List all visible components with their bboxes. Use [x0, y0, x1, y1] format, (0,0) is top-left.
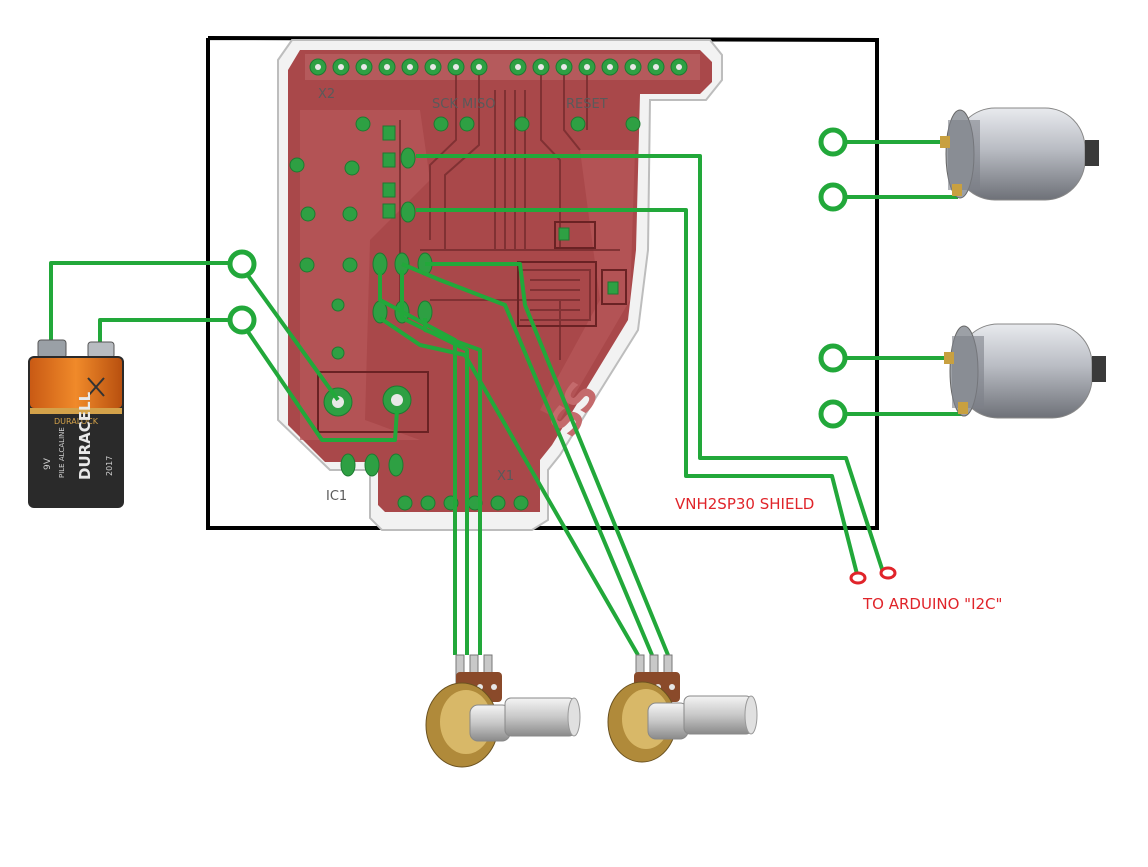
- battery-brand: DURACELL: [76, 391, 94, 480]
- potentiometer-1: [425, 654, 581, 768]
- silk-ic1: IC1: [326, 489, 347, 504]
- battery-voltage: 9V: [43, 457, 53, 470]
- pot2-wire-1: [378, 316, 640, 656]
- battery-year: 2017: [105, 456, 114, 476]
- pcb-board: X2 SCK MISO RESET X1 IC1 SS: [277, 39, 723, 531]
- i2c-wire-2: [416, 208, 860, 579]
- dc-motor-2: [944, 323, 1106, 419]
- silk-x1: X1: [497, 469, 514, 484]
- i2c-wire-1: [416, 154, 885, 573]
- pot1-wire-1: [378, 270, 457, 655]
- pot2-wire-3: [425, 262, 670, 656]
- potentiometer-2: [607, 654, 758, 763]
- battery-wire-positive: [49, 261, 240, 345]
- silk-reset: RESET: [566, 97, 608, 112]
- arduino-i2c-label: TO ARDUINO "I2C": [863, 595, 1003, 613]
- silk-x2: X2: [318, 87, 335, 102]
- silk-pins: SCK MISO: [432, 97, 496, 112]
- battery-wire-negative: [98, 318, 240, 345]
- shield-label: VNH2SP30 SHIELD: [675, 495, 815, 513]
- pot1-wire-3: [423, 318, 482, 655]
- battery-duralock: DURALOCK: [54, 417, 99, 426]
- dc-motor-1: [940, 107, 1099, 201]
- silkscreen: X2 SCK MISO RESET X1 IC1: [318, 87, 608, 504]
- battery-9v: DURALOCK DURACELL 9V PILE ALCALINE 2017: [28, 339, 124, 508]
- wires: [49, 140, 965, 656]
- battery-to-terminal-1: [242, 268, 340, 402]
- arduino-i2c-terminals: [849, 566, 897, 585]
- wire-terminals: [227, 127, 848, 429]
- header-pins: [305, 54, 700, 80]
- pcb-traces: [399, 75, 620, 360]
- pot2-wire-2: [401, 262, 654, 656]
- battery-to-terminal-2: [242, 324, 399, 442]
- battery-text: PILE ALCALINE: [58, 427, 66, 478]
- ic-chip: [517, 261, 597, 327]
- pcb-pads: [289, 116, 641, 360]
